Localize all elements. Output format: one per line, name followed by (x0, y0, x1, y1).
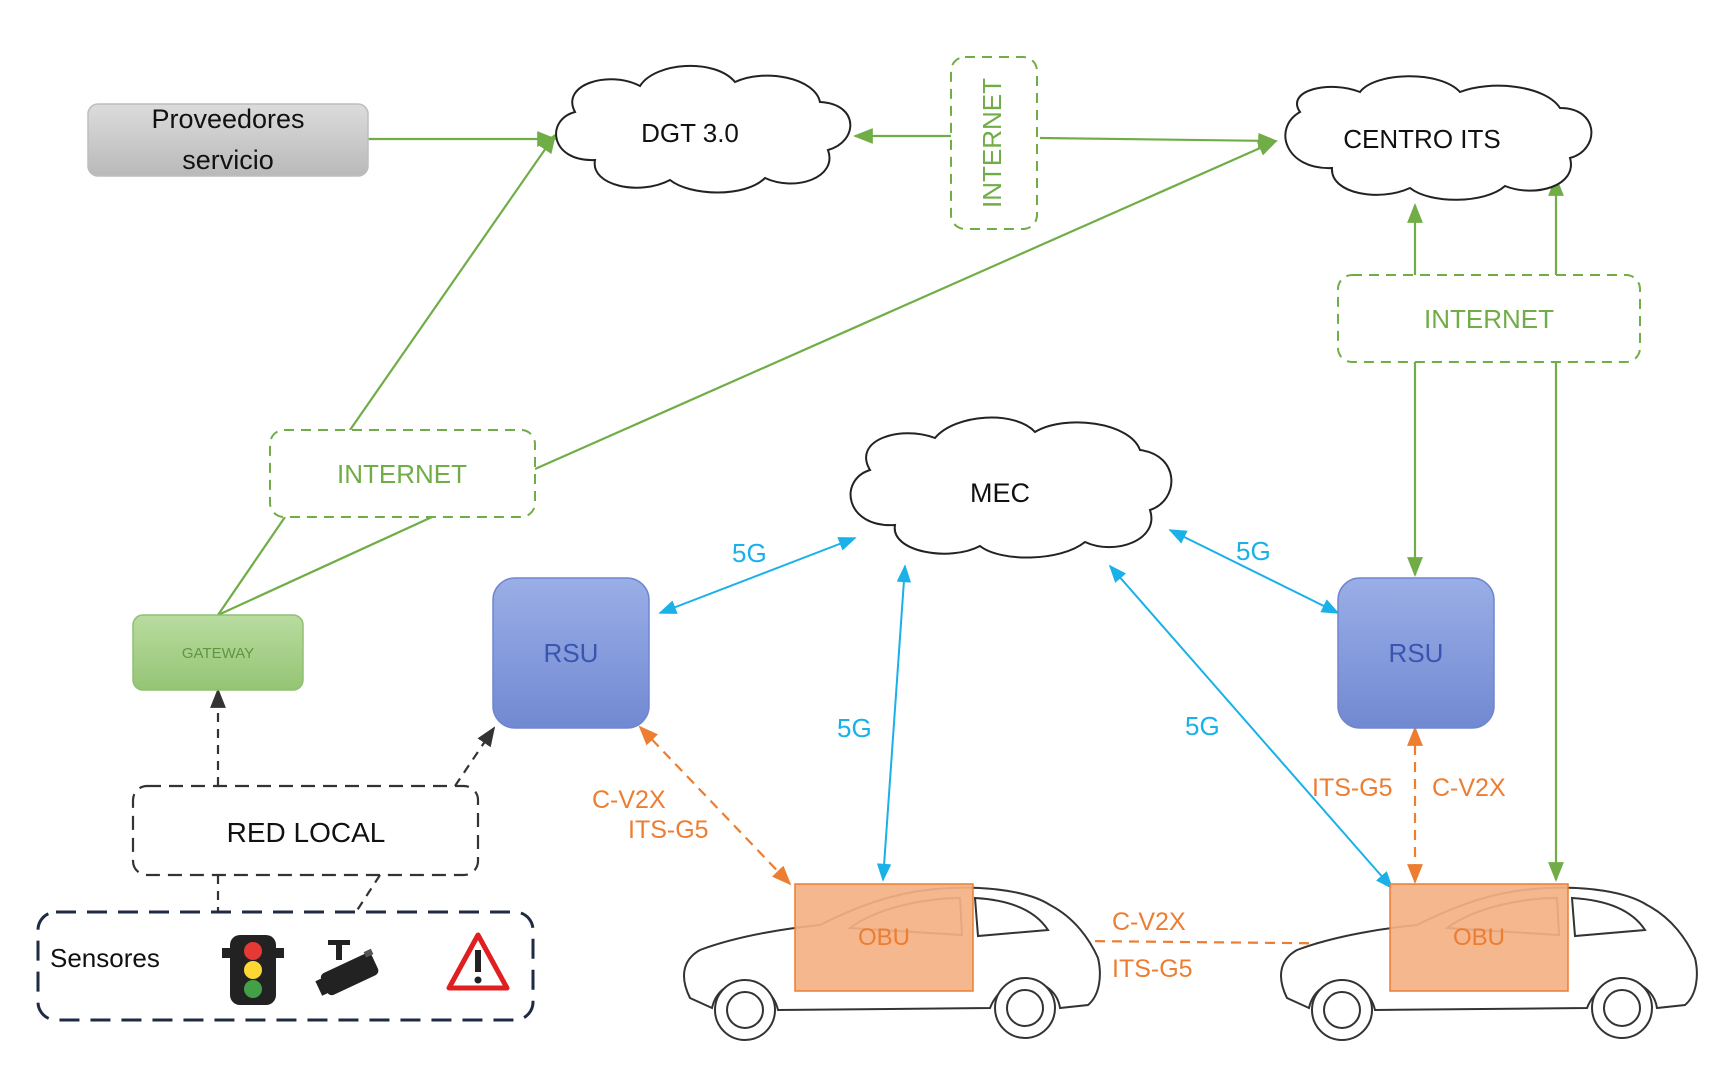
car-wheel-hub (1603, 989, 1641, 1027)
internet-left-label: INTERNET (337, 459, 467, 489)
warning-icon (446, 932, 510, 991)
traffic-light-icon (222, 935, 284, 1005)
red-local-label: RED LOCAL (227, 817, 386, 848)
link-gateway-internet-a (217, 516, 286, 616)
obu-right-label: OBU (1453, 924, 1505, 951)
cloud-shape (849, 416, 1173, 559)
v2x-label-left-b: ITS-G5 (628, 816, 709, 844)
local-links (210, 688, 496, 913)
dgt-cloud: DGT 3.0 (555, 64, 852, 194)
link-obu-right-mec (1108, 564, 1394, 890)
link-internet-left-dgt (349, 133, 557, 431)
cloud-shape (555, 64, 852, 194)
5g-label-obu-left-mec: 5G (837, 713, 872, 743)
centro-its-label: CENTRO ITS (1343, 124, 1500, 154)
sensores-label: Sensores (50, 943, 160, 973)
gateway-label: GATEWAY (182, 645, 254, 662)
internet-links (217, 128, 1564, 882)
obu-right-node: OBU (1389, 883, 1569, 992)
car-wheel-hub (1323, 991, 1361, 1029)
link-gateway-internet-b (217, 515, 433, 617)
5g-label-rsu-left-mec: 5G (732, 538, 767, 568)
rsu-left-label: RSU (544, 638, 599, 668)
5g-label-mec-rsu-right: 5G (1236, 536, 1271, 566)
obu-left-node: OBU (794, 883, 974, 992)
proveedores-servicio-node: Proveedores servicio (87, 103, 369, 177)
internet-vertical-label: INTERNET (977, 78, 1007, 208)
car-window (1570, 896, 1647, 938)
proveedores-label-line1: Proveedores (151, 104, 304, 134)
internet-left-box: INTERNET (269, 429, 536, 518)
red-local-node: RED LOCAL (131, 784, 480, 877)
mec-label: MEC (970, 478, 1030, 508)
obu-left-label: OBU (858, 924, 910, 951)
cloud-shape (1284, 75, 1593, 201)
centro-its-cloud: CENTRO ITS (1284, 75, 1593, 201)
5g-links (658, 529, 1394, 890)
v2x-label-left-a: C-V2X (592, 786, 666, 814)
5g-label-obu-right-mec: 5G (1185, 711, 1220, 741)
v2x-labels: C-V2X ITS-G5 ITS-G5 C-V2X C-V2X ITS-G5 (592, 774, 1506, 983)
mec-cloud: MEC (849, 416, 1173, 559)
v2x-label-right-a: ITS-G5 (1312, 774, 1393, 802)
rsu-right-label: RSU (1389, 638, 1444, 668)
5g-labels: 5G 5G 5G 5G (732, 536, 1271, 743)
internet-right-label: INTERNET (1424, 304, 1554, 334)
link-internet-left-centro (534, 139, 1278, 471)
link-rsu-left-mec (658, 537, 857, 614)
car-wheel-hub (726, 991, 764, 1029)
v2x-label-obu-b: ITS-G5 (1112, 955, 1193, 983)
link-sensores-redlocal-b (355, 874, 381, 913)
sensores-node: Sensores (36, 910, 535, 1022)
internet-right-box: INTERNET (1337, 274, 1641, 363)
car-wheel-hub (1006, 989, 1044, 1027)
proveedores-label-line2: servicio (182, 145, 274, 175)
car-window (973, 896, 1050, 938)
link-obu-left-mec (876, 564, 912, 882)
internet-vertical-box: INTERNET (950, 56, 1038, 230)
rsu-right-node: RSU (1337, 577, 1495, 729)
camera-icon (315, 940, 379, 996)
v2x-label-right-b: C-V2X (1432, 774, 1506, 802)
dgt-label: DGT 3.0 (641, 118, 739, 148)
gateway-node: GATEWAY (132, 614, 304, 691)
link-rsu-left-obu-left (638, 725, 792, 886)
link-redlocal-rsu-left (454, 726, 496, 787)
rsu-left-node: RSU (492, 577, 650, 729)
link-internet-centro (1039, 132, 1278, 149)
v2x-label-obu-a: C-V2X (1112, 908, 1186, 936)
